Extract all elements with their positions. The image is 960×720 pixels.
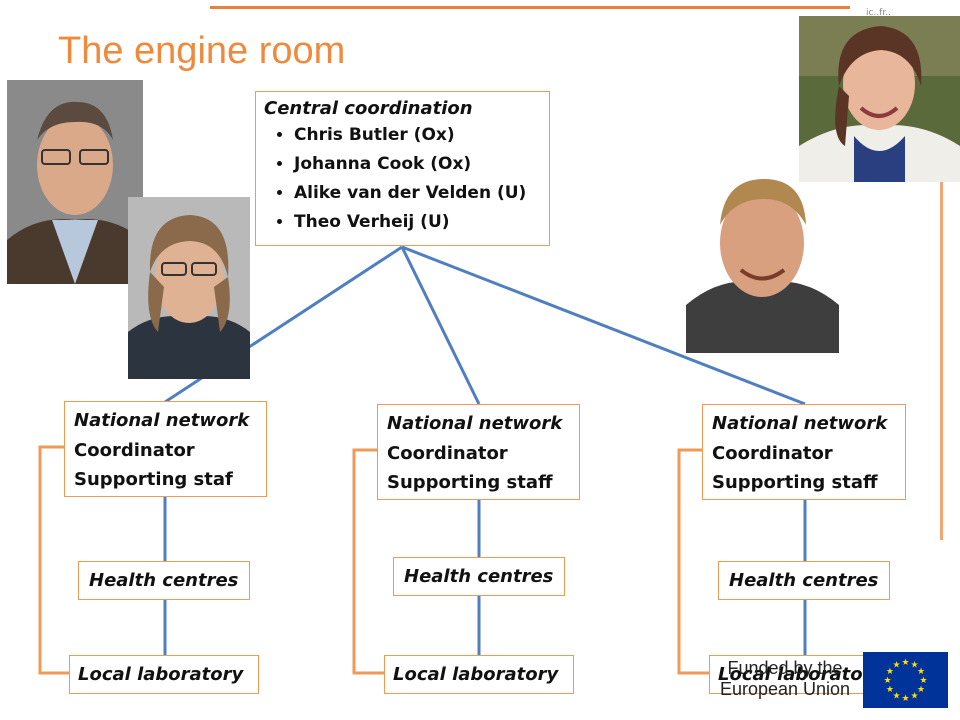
health-centres-label: Health centres <box>89 570 239 591</box>
local-laboratory-label: Local laboratory <box>393 664 559 685</box>
member-item: Chris Butler (Ox) <box>294 121 541 150</box>
member-item: Johanna Cook (Ox) <box>294 150 541 179</box>
eu-star-icon: ★ <box>886 667 894 677</box>
top-frame-line <box>210 6 850 9</box>
eu-star-icon: ★ <box>917 667 925 677</box>
right-frame-line <box>940 60 943 540</box>
central-members-list: Chris Butler (Ox) Johanna Cook (Ox) Alik… <box>264 121 541 237</box>
health-centres-label: Health centres <box>729 570 879 591</box>
staff-label: Supporting staff <box>387 472 553 493</box>
slide-title: The engine room <box>58 30 346 72</box>
eu-star-icon: ★ <box>910 692 918 702</box>
member-item: Theo Verheij (U) <box>294 208 541 237</box>
national-network-box-2: National network Coordinator Supporting … <box>377 404 580 500</box>
local-laboratory-box-2: Local laboratory <box>384 655 574 694</box>
coordinator-label: Coordinator <box>712 443 833 464</box>
eu-star-icon: ★ <box>919 676 927 686</box>
eu-star-icon: ★ <box>917 685 925 695</box>
staff-label: Supporting staf <box>74 469 233 490</box>
eu-funding-line-1: Funded by the <box>727 658 843 678</box>
eu-star-icon: ★ <box>901 694 909 704</box>
central-header: Central coordination <box>264 98 473 119</box>
eu-star-icon: ★ <box>892 692 900 702</box>
national-header: National network <box>712 413 888 434</box>
connector-central-nat2 <box>400 246 481 405</box>
health-centres-box-2: Health centres <box>393 557 565 596</box>
eu-star-icon: ★ <box>886 685 894 695</box>
bracket-branch-2 <box>352 448 384 675</box>
health-centres-box-1: Health centres <box>78 561 250 600</box>
staff-label: Supporting staff <box>712 472 878 493</box>
national-header: National network <box>74 410 250 431</box>
local-laboratory-label: Local laboratory <box>78 664 244 685</box>
local-laboratory-box-1: Local laboratory <box>69 655 259 694</box>
local-laboratory-label: Local laboratory <box>718 664 884 685</box>
eu-funding-text: Funded by the European Union <box>706 658 864 700</box>
bracket-branch-1 <box>38 445 69 675</box>
national-header: National network <box>387 413 563 434</box>
health-centres-box-3: Health centres <box>718 561 890 600</box>
eu-star-icon: ★ <box>883 676 891 686</box>
photo-johanna-cook <box>128 197 250 379</box>
corner-text: ic..fr.. <box>866 8 891 18</box>
eu-star-icon: ★ <box>910 660 918 670</box>
national-network-box-1: National network Coordinator Supporting … <box>64 401 267 497</box>
national-network-box-3: National network Coordinator Supporting … <box>702 404 906 500</box>
bracket-branch-3 <box>677 448 709 675</box>
eu-star-icon: ★ <box>901 658 909 668</box>
eu-funding-line-2: European Union <box>719 679 851 699</box>
coordinator-label: Coordinator <box>387 443 508 464</box>
member-item: Alike van der Velden (U) <box>294 179 541 208</box>
connector-central-nat3 <box>401 245 806 406</box>
photo-theo-verheij <box>686 165 839 353</box>
coordinator-label: Coordinator <box>74 440 195 461</box>
central-coordination-box: Central coordination Chris Butler (Ox) J… <box>255 91 550 246</box>
photo-alike-van-der-velden <box>799 16 960 182</box>
photo-chris-butler <box>7 80 143 284</box>
health-centres-label: Health centres <box>404 566 554 587</box>
eu-star-icon: ★ <box>892 660 900 670</box>
eu-flag-icon: ★★★★★★★★★★★★ <box>863 652 948 708</box>
